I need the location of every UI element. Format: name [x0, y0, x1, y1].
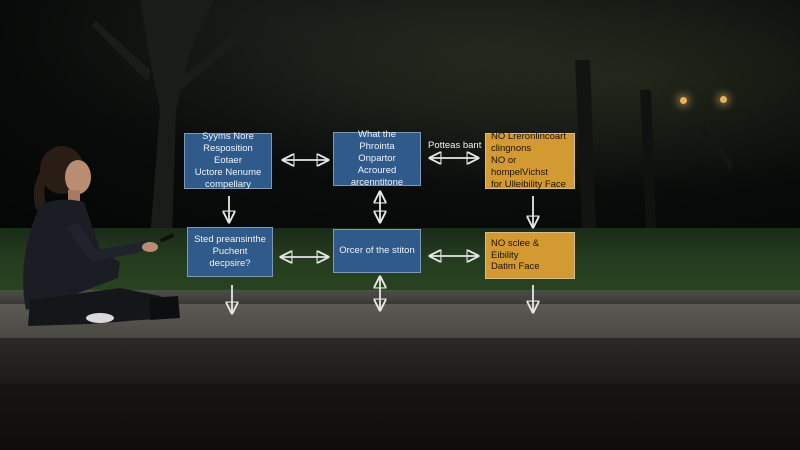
- stone-step-upper: [0, 338, 800, 384]
- seated-woman: [23, 146, 180, 326]
- diagram-node-5: Orcer of the stiton: [333, 229, 421, 273]
- node-3-text: NO Lreronlincoart clingnons NO or hompel…: [491, 131, 566, 190]
- node-1-text: Syyms Nore Resposition Eotaer Uctore Nen…: [194, 131, 262, 190]
- edge-label: Potteas bant: [428, 140, 482, 151]
- node-2-text: What the Phrointa Onpartor Acroured arce…: [350, 129, 404, 188]
- node-4-text: Sted preansinthe Puchent decpsire?: [194, 234, 266, 269]
- node-5-text: Orcer of the stiton: [339, 245, 415, 257]
- tree-canopy: [0, 0, 800, 260]
- curb: [0, 290, 800, 304]
- diagram-node-2: What the Phrointa Onpartor Acroured arce…: [333, 129, 421, 188]
- node-6-text: NO sclee & Eibility Datim Face: [491, 237, 540, 273]
- night-sky: [0, 0, 800, 240]
- distant-lamp-left: [680, 97, 687, 104]
- diagram-node-6: NO sclee & Eibility Datim Face: [485, 232, 575, 279]
- diagram-node-1: Syyms Nore Resposition Eotaer Uctore Nen…: [184, 131, 272, 190]
- distant-lamp-right: [720, 96, 727, 103]
- stone-step-lower: [0, 384, 800, 450]
- diagram-node-4: Sted preansinthe Puchent decpsire?: [187, 227, 273, 277]
- tree-trunks: [92, 0, 734, 240]
- diagram-node-3: NO Lreronlincoart clingnons NO or hompel…: [485, 131, 575, 190]
